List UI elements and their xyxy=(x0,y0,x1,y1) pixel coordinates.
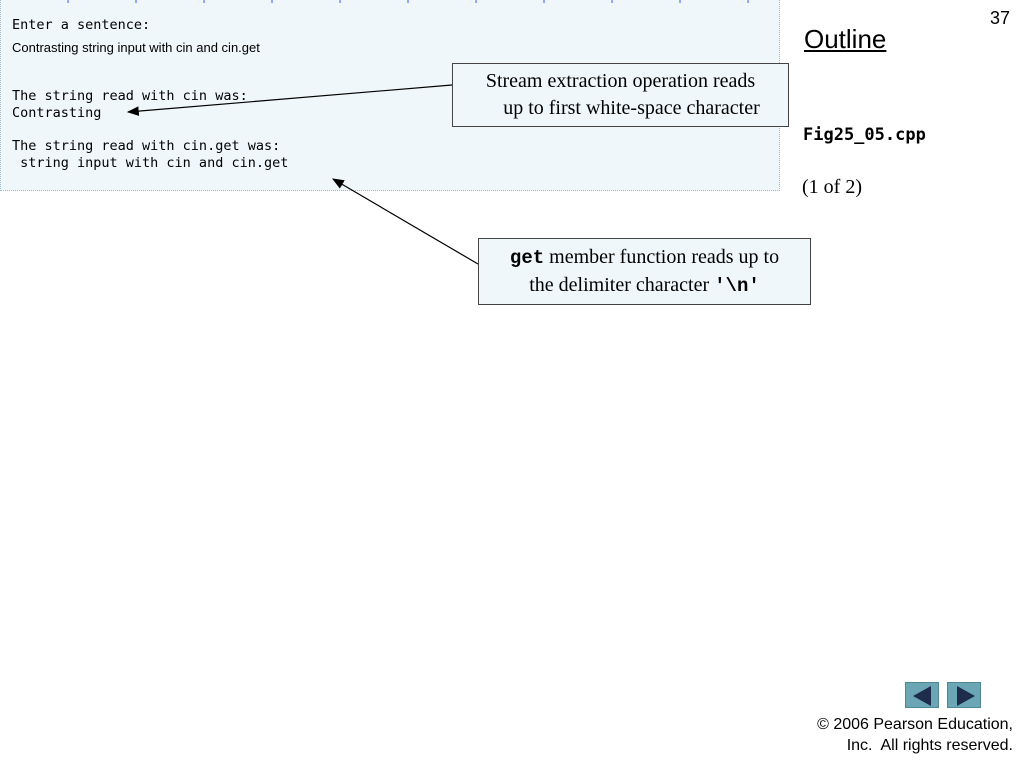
output-user-input-line: Contrasting string input with cin and ci… xyxy=(12,40,260,55)
get-code-text: get xyxy=(509,247,545,269)
output-cin-value-line: Contrasting xyxy=(12,105,102,121)
copyright-notice: © 2006 Pearson Education, Inc. All rights… xyxy=(817,714,1013,756)
output-prompt-line: Enter a sentence: xyxy=(12,17,151,33)
get-callout-text1: member function reads up to xyxy=(544,246,780,268)
output-get-value-line: string input with cin and cin.get xyxy=(12,155,289,171)
copyright-line2: Inc. All rights reserved. xyxy=(846,737,1013,754)
output-get-label-line: The string read with cin.get was: xyxy=(12,138,281,154)
slide-number: 37 xyxy=(990,8,1011,28)
get-callout-text2: the delimiter character xyxy=(529,274,715,296)
get-callout-line1: get member function reads up to xyxy=(485,244,804,272)
stream-extraction-callout: Stream extraction operation reads up to … xyxy=(452,63,789,127)
triangle-left-icon xyxy=(913,686,931,706)
page-indicator: (1 of 2) xyxy=(802,176,862,198)
source-file-name: Fig25_05.cpp xyxy=(803,125,926,145)
panel-top-border xyxy=(1,0,781,3)
output-cin-label-line: The string read with cin was: xyxy=(12,88,248,104)
copyright-line1: © 2006 Pearson Education, xyxy=(817,716,1013,733)
outline-link[interactable]: Outline xyxy=(804,24,887,54)
get-callout-line2: the delimiter character '\n' xyxy=(485,272,804,300)
newline-code-text: '\n' xyxy=(714,275,760,297)
stream-callout-line1: Stream extraction operation reads xyxy=(485,70,756,92)
next-slide-button[interactable] xyxy=(947,682,981,708)
get-member-callout: get member function reads up to the deli… xyxy=(478,238,811,305)
get-callout-arrow xyxy=(331,178,479,265)
stream-callout-line2: up to first white-space character xyxy=(503,97,760,119)
triangle-right-icon xyxy=(957,686,975,706)
previous-slide-button[interactable] xyxy=(905,682,939,708)
